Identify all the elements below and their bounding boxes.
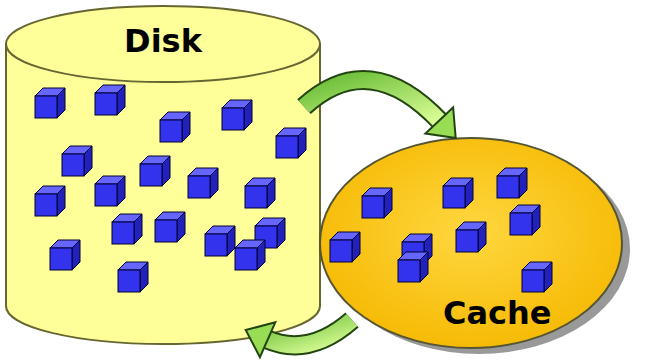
curved-arrow xyxy=(304,80,456,138)
node-label: Disk xyxy=(124,24,202,59)
curved-arrow xyxy=(246,320,352,357)
node-label: Cache xyxy=(443,296,552,331)
